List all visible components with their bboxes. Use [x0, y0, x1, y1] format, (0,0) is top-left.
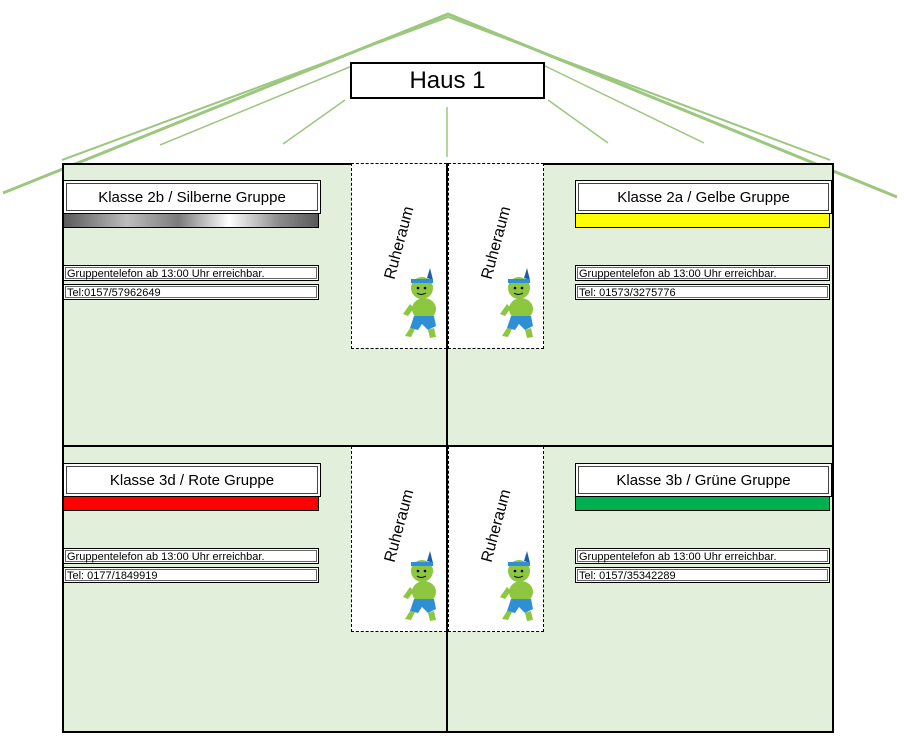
- roof-inner-outline: [61, 15, 831, 161]
- roof-ray: [159, 65, 353, 146]
- roof-ray: [282, 99, 346, 145]
- phone-number: Tel: 0157/35342289: [575, 567, 830, 583]
- phone-number: Tel:0157/57962649: [63, 284, 319, 300]
- center-divider: [446, 163, 448, 731]
- mascot-icon: [403, 268, 436, 338]
- color-bar-silver: [63, 213, 319, 228]
- roof-outline: [2, 12, 898, 199]
- color-bar-red: [63, 496, 319, 511]
- group-phone-info: Gruppentelefon ab 13:00 Uhr erreichbar.: [63, 265, 319, 281]
- group-phone-info: Gruppentelefon ab 13:00 Uhr erreichbar.: [63, 548, 319, 564]
- rest-room: Ruheraum: [448, 446, 544, 632]
- mascot-icon: [500, 268, 533, 338]
- roof-ray: [542, 64, 705, 144]
- room-title: Klasse 2a / Gelbe Gruppe: [575, 180, 832, 214]
- rest-room: Ruheraum: [448, 163, 544, 349]
- roof: [2, 12, 898, 199]
- room-title: Klasse 3b / Grüne Gruppe: [575, 463, 832, 497]
- house-title: Haus 1: [350, 62, 545, 99]
- roof-ray: [547, 99, 609, 144]
- rest-room: Ruheraum: [351, 446, 447, 632]
- rest-room: Ruheraum: [351, 163, 447, 349]
- room-title: Klasse 3d / Rote Gruppe: [63, 463, 321, 497]
- group-phone-info: Gruppentelefon ab 13:00 Uhr erreichbar.: [575, 265, 830, 281]
- phone-number: Tel: 0177/1849919: [63, 567, 319, 583]
- room-title: Klasse 2b / Silberne Gruppe: [63, 180, 321, 214]
- color-bar-yellow: [575, 213, 830, 228]
- floor-divider: [62, 445, 832, 447]
- mascot-icon: [500, 551, 533, 621]
- color-bar-green: [575, 496, 830, 511]
- phone-number: Tel: 01573/3275776: [575, 284, 830, 300]
- group-phone-info: Gruppentelefon ab 13:00 Uhr erreichbar.: [575, 548, 830, 564]
- mascot-icon: [403, 551, 436, 621]
